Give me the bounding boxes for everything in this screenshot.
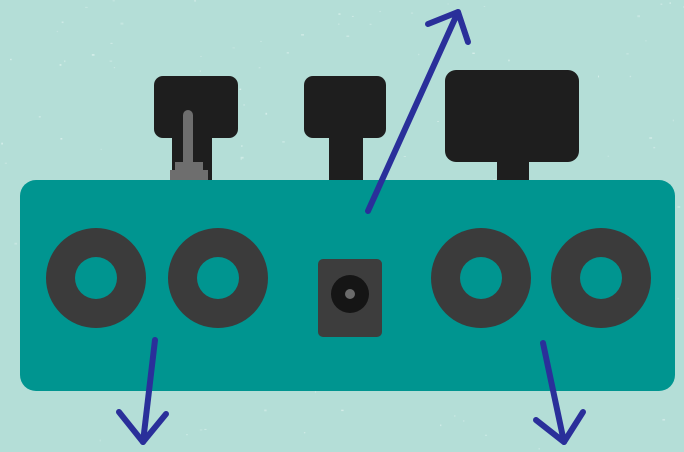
speckle (626, 53, 628, 55)
speckle (379, 11, 381, 12)
speckle (673, 120, 674, 122)
speckle (598, 76, 599, 78)
speckle (57, 31, 58, 32)
knob-cap (445, 70, 579, 162)
speckle (186, 434, 188, 435)
speckle (14, 243, 17, 245)
speckle (92, 54, 95, 56)
audio-jack-icon-1 (46, 228, 146, 328)
speckle (539, 448, 540, 449)
speckle (341, 410, 343, 411)
speckle (608, 156, 610, 157)
speckle (301, 34, 304, 36)
knob-shaft (497, 152, 529, 184)
speckle (243, 104, 245, 106)
speckle (240, 89, 242, 90)
jack-hole (75, 257, 117, 299)
speckle (110, 60, 113, 62)
speckle (678, 206, 681, 208)
speckle (62, 22, 64, 24)
speckle (678, 298, 679, 300)
speckle (440, 425, 441, 427)
speckle (670, 2, 671, 4)
speckle (352, 16, 354, 17)
audio-jack-icon-2 (168, 228, 268, 328)
speckle (266, 113, 268, 115)
speckle (315, 391, 316, 392)
speckle (60, 64, 62, 66)
speckle (418, 54, 420, 55)
speckle (200, 71, 201, 72)
speckle (241, 157, 244, 159)
speckle (233, 47, 235, 48)
speckle (411, 13, 413, 14)
toggle-bat-collar (175, 162, 203, 170)
jack-hole (580, 257, 622, 299)
speckle (204, 429, 206, 430)
dc-power-jack-icon (318, 259, 382, 337)
speckle (264, 410, 266, 412)
jack-hole (197, 257, 239, 299)
speckle (472, 53, 475, 54)
speckle (114, 67, 115, 68)
speckle (404, 156, 406, 157)
speckle (60, 138, 62, 140)
speckle (437, 121, 439, 122)
speckle (484, 6, 486, 7)
jack-hole (460, 257, 502, 299)
speckle (338, 13, 340, 15)
speckle (110, 43, 112, 44)
speckle (661, 4, 663, 6)
speckle (260, 41, 262, 42)
speckle (463, 420, 464, 422)
speckle (508, 60, 510, 62)
speckle (454, 415, 455, 416)
speckle (64, 60, 65, 62)
speckle (282, 141, 285, 142)
speckle (448, 4, 449, 5)
speckle (637, 15, 640, 17)
speckle (85, 7, 88, 8)
speckle (304, 432, 305, 433)
speckle (5, 163, 7, 164)
speckle (200, 56, 201, 57)
speckle (338, 24, 340, 25)
toggle-bat (183, 110, 193, 170)
speckle (194, 0, 196, 2)
speckle (39, 116, 41, 117)
knob-shaft (329, 128, 363, 184)
audio-jack-icon-3 (431, 228, 531, 328)
speckle (649, 137, 652, 139)
speckle (1, 143, 3, 145)
speckle (653, 147, 655, 148)
speckle (662, 419, 665, 421)
speckle (10, 59, 12, 60)
speckle (100, 440, 101, 442)
speckle (630, 76, 631, 77)
speckle (200, 430, 203, 431)
speckle (485, 435, 487, 436)
speckle (259, 67, 261, 68)
speckle (370, 24, 372, 25)
speckle (346, 36, 349, 38)
speckle (241, 145, 242, 147)
speckle (287, 52, 289, 54)
speckle (113, 0, 115, 1)
speckle (121, 23, 124, 25)
audio-jack-icon-4 (551, 228, 651, 328)
speckle (101, 149, 102, 150)
power-jack-pin (345, 289, 355, 299)
speckle (645, 40, 647, 41)
